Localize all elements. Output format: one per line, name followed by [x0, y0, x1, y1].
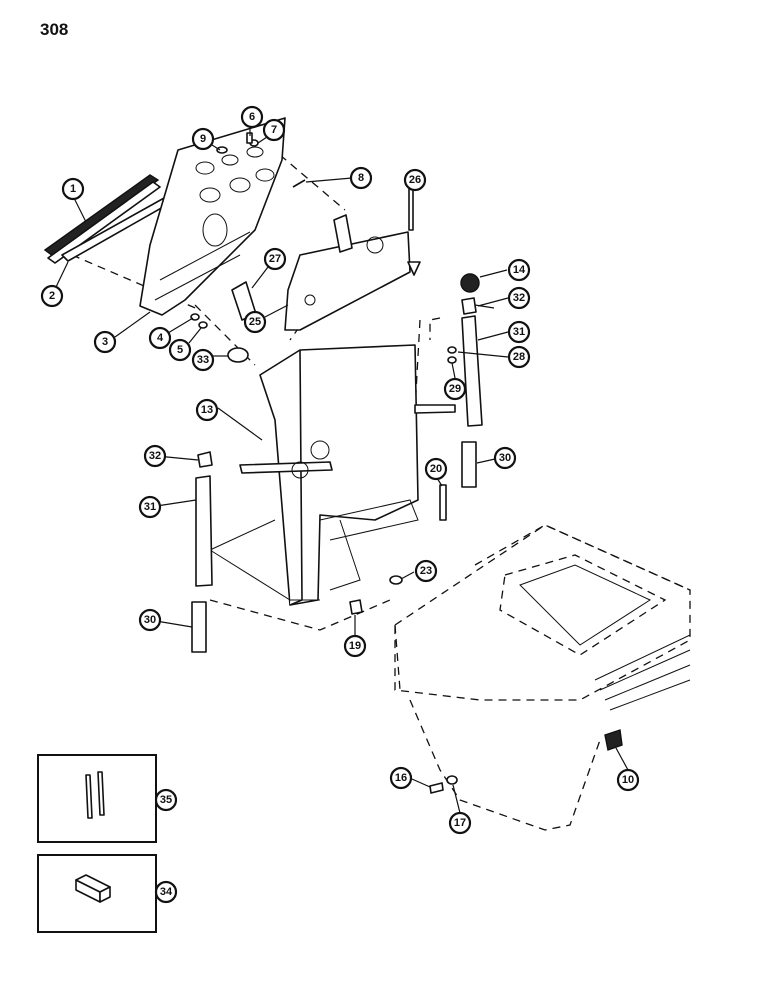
callout-label: 5: [177, 344, 183, 356]
part-32-caps: [197, 297, 477, 468]
callout-13: 13: [195, 398, 219, 422]
callout-31-right: 31: [507, 320, 531, 344]
callout-label: 10: [622, 774, 634, 786]
callout-7: 7: [262, 118, 286, 142]
part-1-instrument-panel: [139, 117, 286, 316]
callout-label: 35: [160, 794, 172, 806]
callout-26: 27: [263, 247, 287, 271]
callout-2: 2: [40, 284, 64, 308]
callout-34: 34: [154, 880, 178, 904]
callout-9: 10: [616, 768, 640, 792]
callout-32-left: 32: [143, 444, 167, 468]
part-13-support-frame: [209, 344, 456, 606]
hardware-small-parts: [190, 132, 623, 794]
callout-label: 4: [157, 332, 164, 344]
callout-label: 9: [200, 133, 206, 145]
callout-32-right: 32: [507, 286, 531, 310]
callout-label: 13: [201, 404, 213, 416]
part-30-right-post: [461, 441, 477, 488]
callout-30-left: 30: [138, 608, 162, 632]
callout-label: 3: [102, 336, 108, 348]
callout-label: 14: [513, 264, 526, 276]
callout-label: 23: [420, 565, 432, 577]
callout-10: 9: [191, 127, 215, 151]
square-key-icon: [75, 874, 111, 903]
callout-label: 26: [409, 174, 421, 186]
callout-label: 25: [249, 316, 261, 328]
callout-8: 8: [349, 166, 373, 190]
part-31-left-upright: [195, 475, 213, 587]
callout-label: 19: [349, 640, 361, 652]
callout-30-right: 30: [493, 446, 517, 470]
callout-4: 4: [148, 326, 172, 350]
callout-29: 29: [443, 377, 467, 401]
callout-19: 19: [343, 634, 367, 658]
callout-28: 28: [507, 345, 531, 369]
callout-14: 14: [507, 258, 531, 282]
hood-cowl-assembly: [394, 524, 691, 831]
callout-label: 8: [358, 172, 364, 184]
callout-label: 7: [271, 124, 277, 136]
callout-25: 25: [243, 310, 267, 334]
callout-5: 5: [168, 338, 192, 362]
callout-3: 1: [61, 177, 85, 201]
part-25-cowl-bracket: [284, 231, 421, 331]
callout-label: 17: [454, 817, 466, 829]
callout-31-left: 31: [138, 495, 162, 519]
callout-35: 35: [154, 788, 178, 812]
callout-label: 34: [160, 886, 173, 898]
callout-label: 30: [499, 452, 511, 464]
callout-label: 28: [513, 351, 525, 363]
part-30-left-post: [191, 601, 207, 653]
callout-label: 31: [144, 501, 156, 513]
callout-17: 17: [448, 811, 472, 835]
callout-label: 27: [269, 253, 281, 265]
inset-box-35: [37, 754, 157, 843]
callout-label: 31: [513, 326, 525, 338]
part-31-right-upright: [461, 315, 483, 427]
callout-label: 6: [249, 111, 255, 123]
callout-label: 32: [513, 292, 525, 304]
callout-20: 20: [424, 457, 448, 481]
callout-27: 26: [403, 168, 427, 192]
callout-label: 2: [49, 290, 55, 302]
callout-label: 33: [197, 354, 209, 366]
callout-label: 16: [395, 772, 407, 784]
callout-label: 29: [449, 383, 461, 395]
page-number: 308: [40, 20, 69, 39]
callout-1: 3: [93, 330, 117, 354]
two-pins-icon: [85, 771, 105, 819]
callout-23: 23: [414, 559, 438, 583]
callout-16: 16: [389, 766, 413, 790]
callout-6: 6: [240, 105, 264, 129]
inset-box-34: [37, 854, 157, 933]
callout-label: 1: [70, 183, 76, 195]
callout-label: 30: [144, 614, 156, 626]
callout-label: 20: [430, 463, 442, 475]
callout-33: 33: [191, 348, 215, 372]
callout-label: 32: [149, 450, 161, 462]
part-3-rubber-strip: [43, 174, 161, 264]
